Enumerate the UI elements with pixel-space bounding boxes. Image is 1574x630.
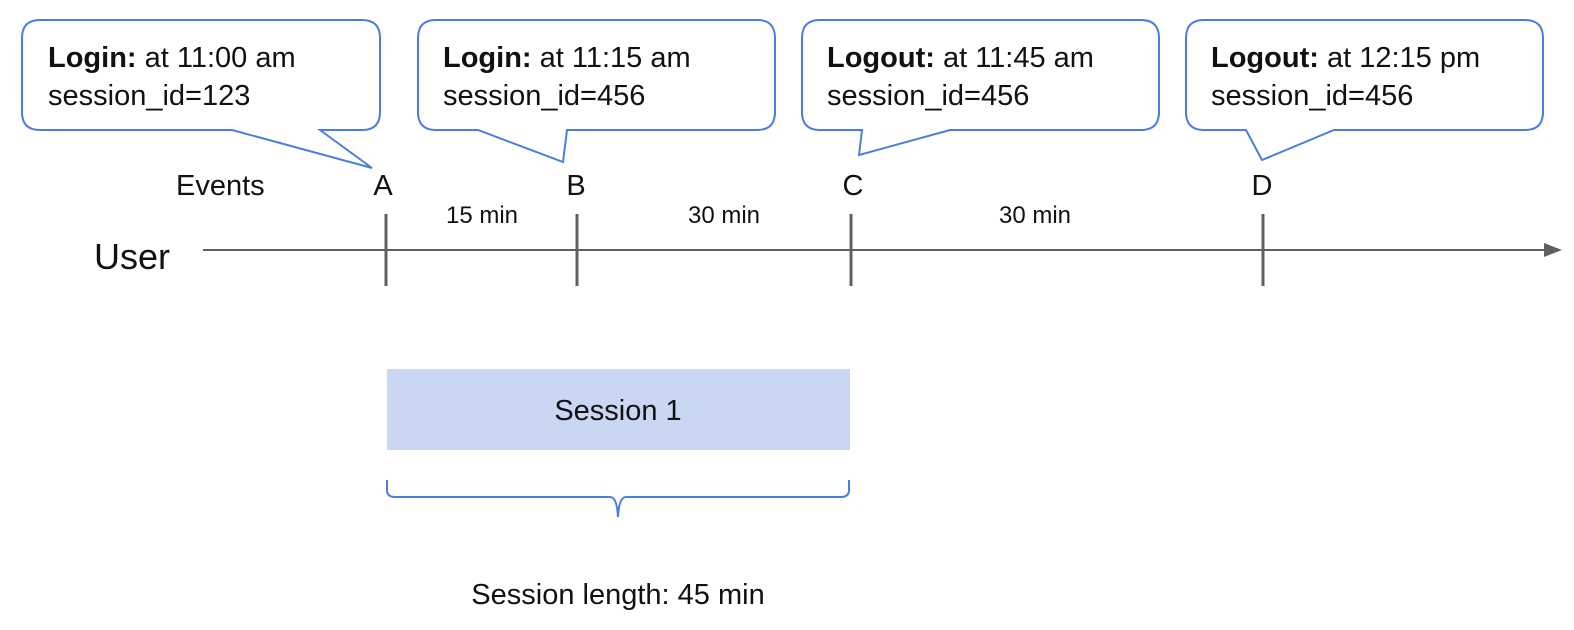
callout-line1-a: Login: at 11:00 am: [48, 42, 296, 74]
callout-line1-c: Logout: at 11:45 am: [827, 42, 1094, 74]
callout-action-c: Logout:: [827, 42, 935, 74]
callout-time-a: at 11:00 am: [137, 42, 296, 74]
callout-time-c: at 11:45 am: [935, 42, 1094, 74]
callout-action-b: Login:: [443, 42, 532, 74]
callout-bubble-a: [21, 19, 381, 169]
session-length-label: Session length: 45 min: [471, 579, 764, 611]
marker-label-a: A: [373, 170, 393, 202]
callout-event-b: Login: at 11:15 am session_id=456: [417, 19, 776, 164]
callout-bubble-d: [1185, 19, 1544, 162]
callout-session-id-b: session_id=456: [443, 80, 645, 112]
callout-line1-d: Logout: at 12:15 pm: [1211, 42, 1480, 74]
callout-line1-b: Login: at 11:15 am: [443, 42, 691, 74]
session-label: Session 1: [554, 395, 681, 427]
callout-event-c: Logout: at 11:45 am session_id=456: [801, 19, 1160, 157]
timeline-arrowhead: [1544, 243, 1562, 257]
callout-bubble-b: [417, 19, 776, 164]
gap-label-c-d: 30 min: [999, 202, 1071, 229]
events-label: Events: [176, 170, 265, 202]
callout-event-d: Logout: at 12:15 pm session_id=456: [1185, 19, 1544, 162]
marker-label-d: D: [1252, 170, 1273, 202]
callout-session-id-a: session_id=123: [48, 80, 250, 112]
callout-session-id-d: session_id=456: [1211, 80, 1413, 112]
session-brace: [386, 480, 850, 518]
session-block: [387, 369, 850, 450]
marker-label-c: C: [843, 170, 864, 202]
gap-label-b-c: 30 min: [688, 202, 760, 229]
callout-bubble-c: [801, 19, 1160, 157]
callout-session-id-c: session_id=456: [827, 80, 1029, 112]
callout-action-d: Logout:: [1211, 42, 1319, 74]
user-row-label: User: [94, 236, 170, 277]
gap-label-a-b: 15 min: [446, 202, 518, 229]
callout-action-a: Login:: [48, 42, 137, 74]
marker-label-b: B: [566, 170, 585, 202]
callout-time-d: at 12:15 pm: [1319, 42, 1480, 74]
callout-event-a: Login: at 11:00 am session_id=123: [21, 19, 381, 169]
callout-time-b: at 11:15 am: [532, 42, 691, 74]
